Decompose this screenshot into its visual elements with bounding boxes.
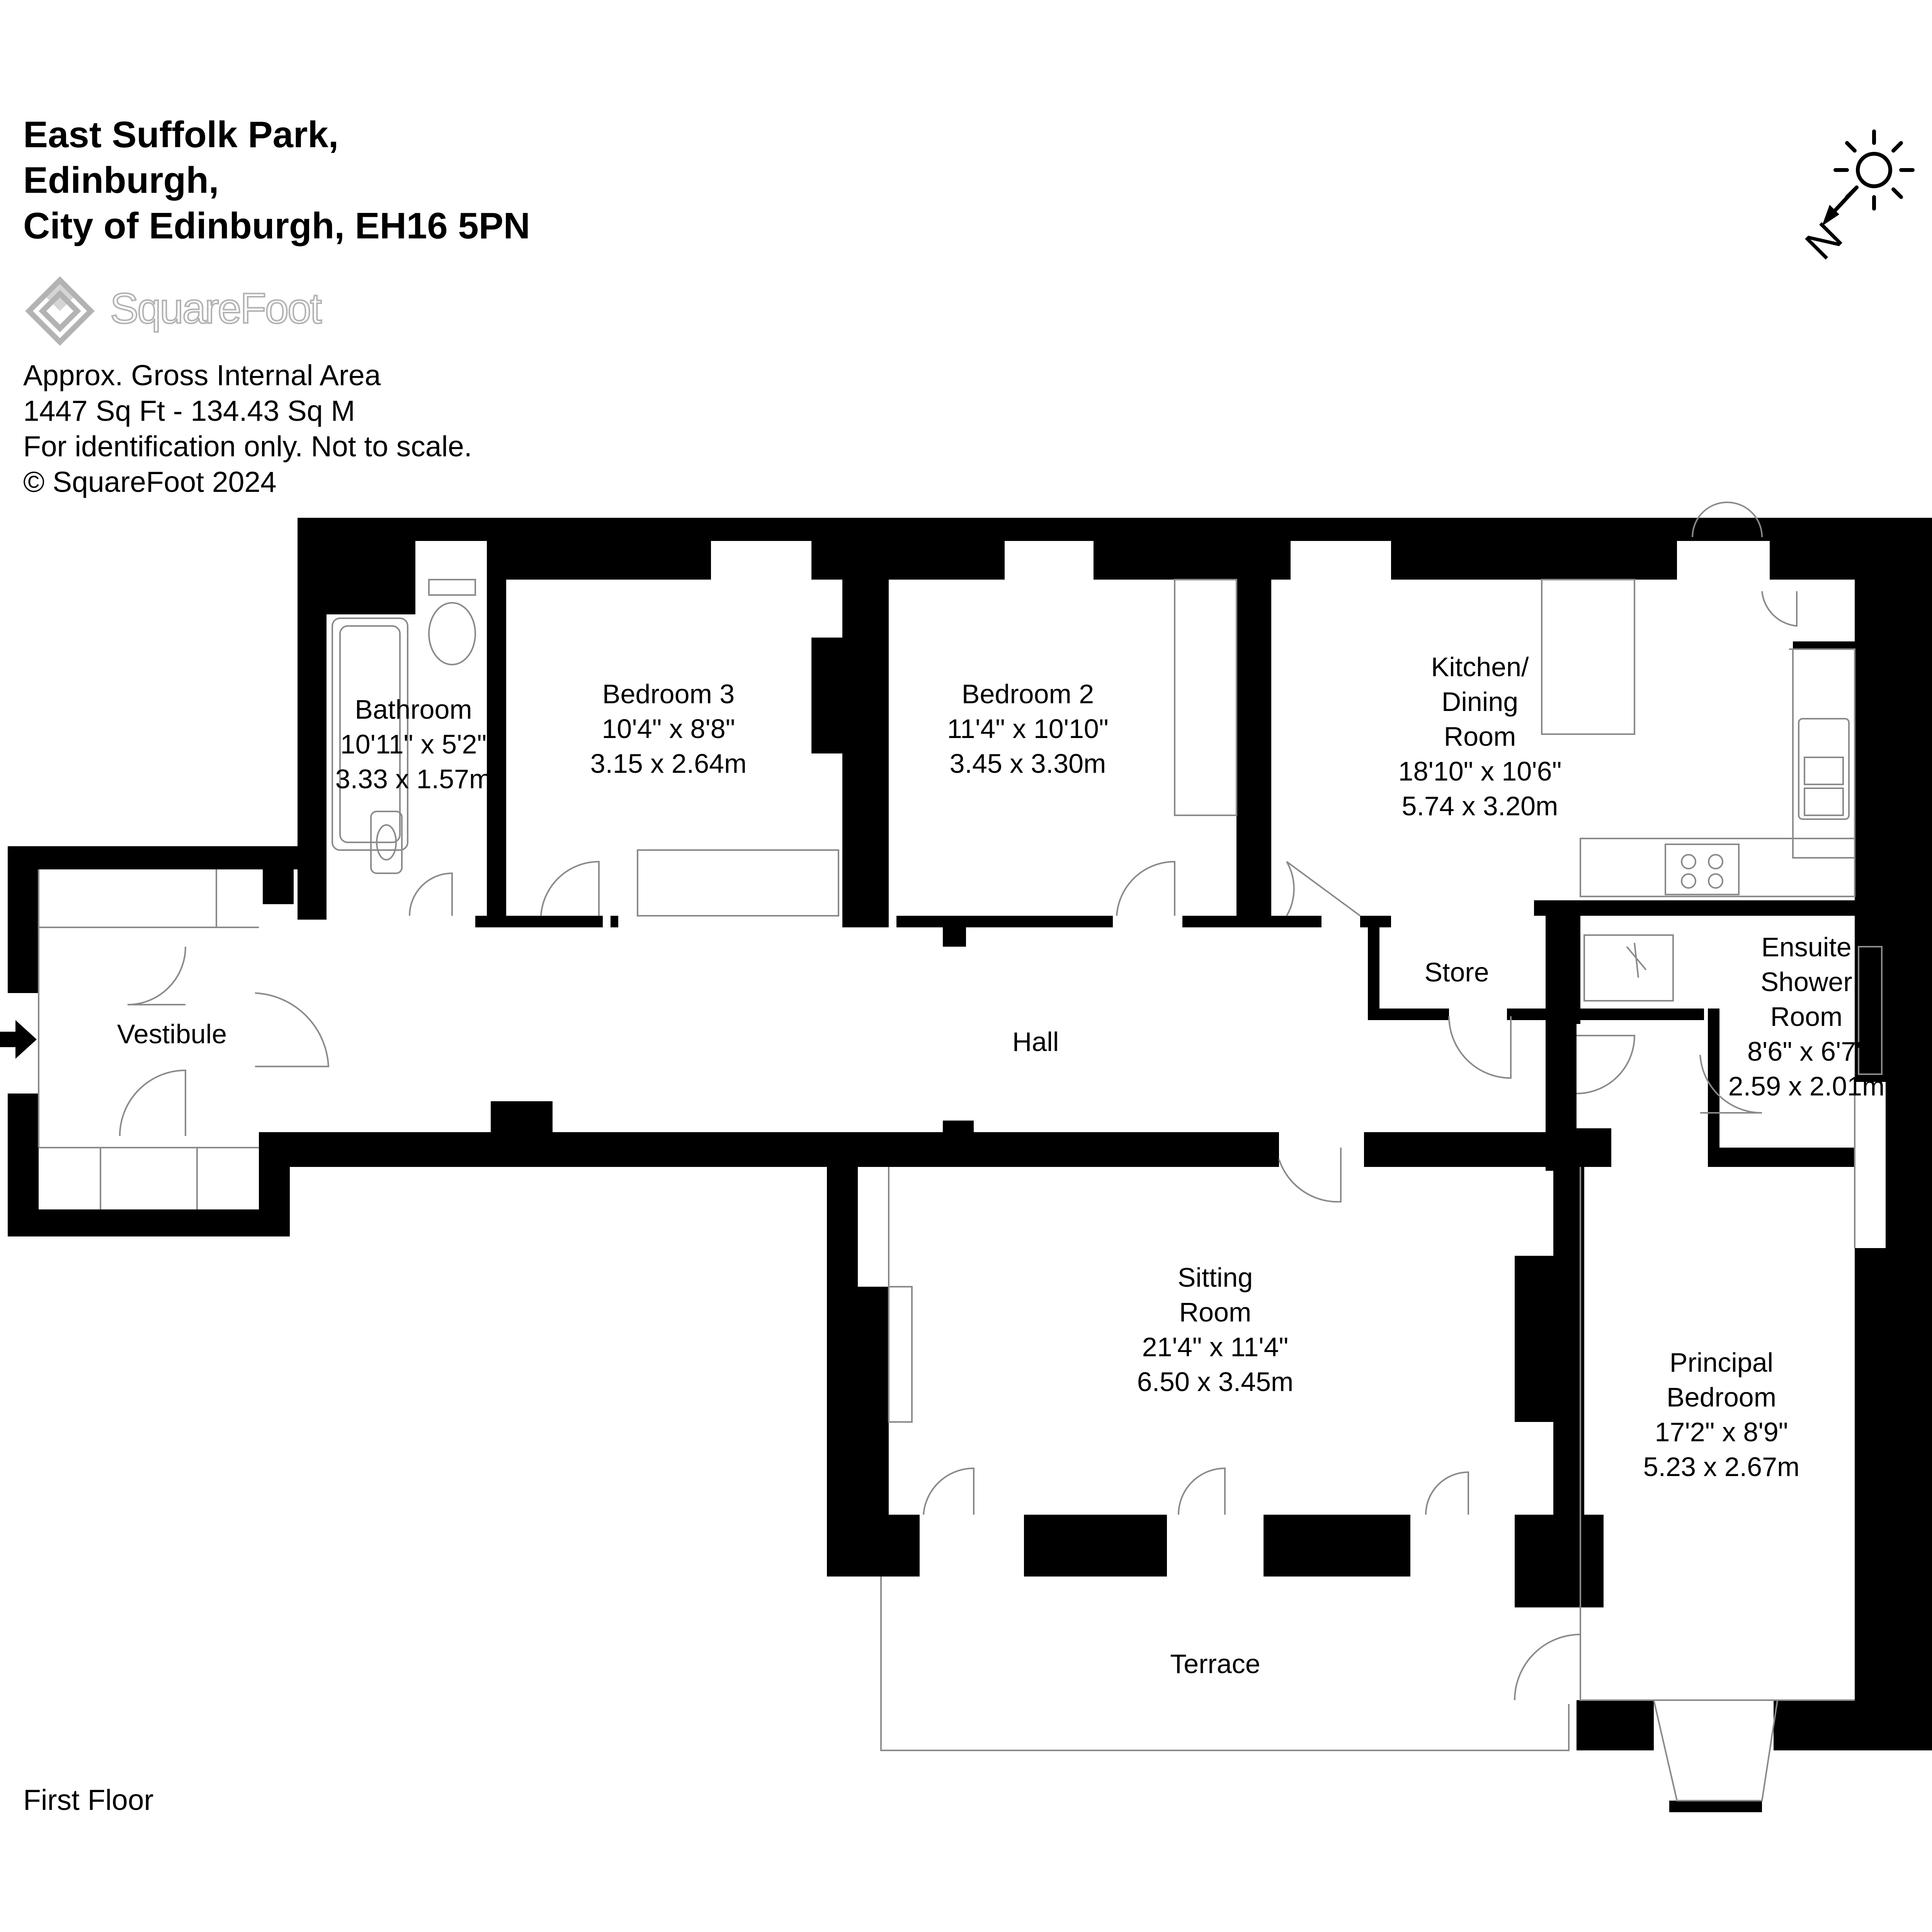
hob-icon [1665, 844, 1740, 895]
principal-metric: 5.23 x 2.67m [1643, 1452, 1800, 1482]
kitchen-metric: 5.74 x 3.20m [1402, 791, 1558, 821]
fixtures [38, 579, 1883, 1801]
ensuite-name-3: Room [1770, 1002, 1843, 1032]
floor-name: First Floor [23, 1784, 154, 1816]
sink-icon [1798, 718, 1850, 820]
store-name: Store [1424, 957, 1489, 987]
bedroom2-imperial: 11'4" x 10'10" [947, 714, 1109, 744]
kitchen-name-3: Room [1444, 721, 1516, 752]
room-labels: Bathroom 10'11" x 5'2" 3.33 x 1.57m Bedr… [117, 652, 1884, 1679]
bathroom-name: Bathroom [355, 694, 472, 724]
wardrobe-icon [637, 849, 839, 917]
address-line-1: East Suffolk Park, [23, 114, 339, 155]
sitting-name-1: Sitting [1178, 1262, 1253, 1293]
bathtub-icon [332, 617, 408, 851]
terrace-name: Terrace [1170, 1649, 1260, 1679]
principal-imperial: 17'2" x 8'9" [1655, 1417, 1788, 1447]
property-address: East Suffolk Park, Edinburgh, City of Ed… [23, 112, 530, 249]
kitchen-island-icon [1541, 579, 1635, 735]
bedroom3-imperial: 10'4" x 8'8" [602, 714, 735, 744]
address-line-2: Edinburgh, [23, 160, 219, 201]
terrace-outline [880, 1577, 1570, 1751]
bedroom2-name: Bedroom 2 [962, 679, 1094, 709]
bathroom-metric: 3.33 x 1.57m [335, 764, 492, 794]
wardrobe-2-icon [1174, 579, 1237, 816]
disclaimer: For identification only. Not to scale. [23, 430, 472, 463]
kitchen-imperial: 18'10" x 10'6" [1398, 756, 1562, 786]
principal-name-2: Bedroom [1667, 1382, 1776, 1412]
copyright: © SquareFoot 2024 [23, 466, 277, 498]
area-value: 1447 Sq Ft - 134.43 Sq M [23, 395, 355, 427]
sitting-imperial: 21'4" x 11'4" [1142, 1332, 1289, 1362]
doors [119, 502, 1798, 1701]
fireplace-icon [888, 1286, 913, 1423]
principal-name-1: Principal [1670, 1347, 1773, 1378]
walls [8, 518, 1932, 1812]
sitting-name-2: Room [1179, 1297, 1252, 1327]
sitting-metric: 6.50 x 3.45m [1137, 1367, 1294, 1397]
basin-icon [370, 811, 403, 874]
area-label: Approx. Gross Internal Area [23, 359, 381, 391]
logo-text: SquareFoot [109, 284, 323, 333]
squarefoot-logo-icon [25, 276, 95, 346]
kitchen-name-2: Dining [1442, 687, 1518, 717]
area-info: Approx. Gross Internal Area 1447 Sq Ft -… [23, 357, 472, 500]
toilet-icon [428, 579, 476, 596]
hall-name: Hall [1012, 1027, 1059, 1057]
kitchen-name-1: Kitchen/ [1431, 652, 1529, 682]
shower-icon [1583, 934, 1674, 1002]
ensuite-imperial: 8'6" x 6'7" [1747, 1036, 1866, 1066]
bathroom-imperial: 10'11" x 5'2" [340, 729, 487, 759]
ensuite-name-1: Ensuite [1761, 932, 1851, 962]
vestibule-name: Vestibule [117, 1019, 227, 1049]
sun-compass-icon: N [1796, 129, 1915, 269]
bedroom3-name: Bedroom 3 [602, 679, 735, 709]
bedroom3-metric: 3.15 x 2.64m [590, 748, 747, 779]
ensuite-metric: 2.59 x 2.01m [1728, 1071, 1885, 1101]
address-line-3: City of Edinburgh, EH16 5PN [23, 205, 531, 247]
squarefoot-logo: SquareFoot [21, 276, 342, 346]
entrance-arrow-icon [0, 1020, 37, 1059]
ensuite-name-2: Shower [1760, 967, 1852, 997]
bedroom2-metric: 3.45 x 3.30m [950, 748, 1106, 779]
